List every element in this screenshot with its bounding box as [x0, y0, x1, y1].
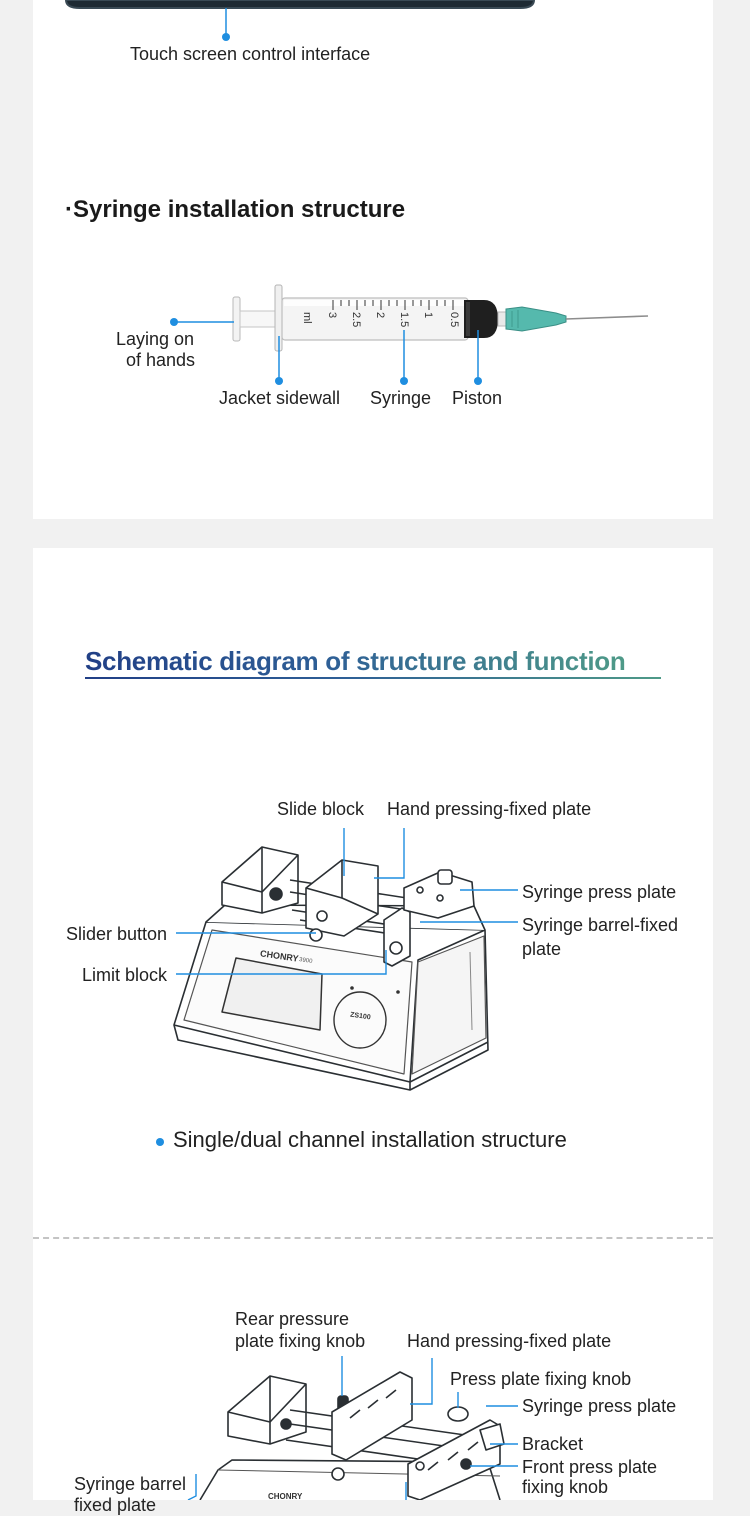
label-slide-block: Slide block: [277, 799, 365, 819]
label-syringe-barrel-fixed-plate-1: Syringe barrel-fixed: [522, 915, 679, 935]
label-hand-pressing-fixed-plate-2: Hand pressing-fixed plate: [407, 1331, 612, 1351]
syringe-illustration: [232, 284, 649, 352]
touch-screen-device-edge: [64, 0, 536, 9]
label-front-knob-1: Front press plate: [522, 1457, 658, 1477]
scale-3: 3: [326, 312, 338, 319]
label-rear-knob-1: Rear pressure: [235, 1309, 350, 1329]
section-divider: [33, 1237, 713, 1239]
label-slider-button: Slider button: [66, 924, 168, 944]
top-illustrations: [64, 0, 649, 385]
label-rear-knob-2: plate fixing knob: [235, 1331, 366, 1351]
scale-2-5: 2.5: [350, 312, 362, 328]
label-syringe-barrel-1: Syringe barrel: [74, 1474, 187, 1494]
label-laying-on-hands-1: Laying on: [116, 329, 195, 349]
scale-2: 2: [374, 312, 386, 319]
label-limit-block: Limit block: [82, 965, 168, 985]
schematic-section-panel: [33, 548, 713, 1500]
scale-0-5: 0.5: [448, 312, 460, 328]
device-brand-2: CHONRY: [268, 1492, 303, 1501]
label-syringe: Syringe: [370, 388, 432, 408]
scale-1-5: 1.5: [398, 312, 410, 328]
label-syringe-barrel-2: fixed plate: [74, 1495, 157, 1515]
label-front-knob-2: fixing knob: [522, 1477, 609, 1497]
scale-ml: ml: [301, 312, 313, 324]
schematic-title-underline: [85, 677, 661, 679]
touch-screen-caption: Touch screen control interface: [130, 44, 371, 64]
single-dual-caption: Single/dual channel installation structu…: [173, 1127, 567, 1152]
label-bracket: Bracket: [522, 1434, 584, 1454]
label-syringe-press-plate: Syringe press plate: [522, 882, 677, 902]
syringe-section-title: ·Syringe installation structure: [65, 196, 406, 223]
label-syringe-press-plate-2: Syringe press plate: [522, 1396, 677, 1416]
syringe-section-panel: [33, 0, 713, 519]
label-hand-pressing-fixed-plate: Hand pressing-fixed plate: [387, 799, 592, 819]
label-piston: Piston: [452, 388, 503, 408]
schematic-title: Schematic diagram of structure and funct…: [85, 646, 626, 676]
label-syringe-barrel-fixed-plate-2: plate: [522, 939, 562, 959]
scale-1: 1: [422, 312, 434, 319]
label-jacket-sidewall: Jacket sidewall: [219, 388, 341, 408]
touch-screen-leader-dot: [222, 33, 230, 41]
label-laying-on-hands-2: of hands: [126, 350, 196, 370]
label-press-plate-fixing-knob: Press plate fixing knob: [450, 1369, 632, 1389]
